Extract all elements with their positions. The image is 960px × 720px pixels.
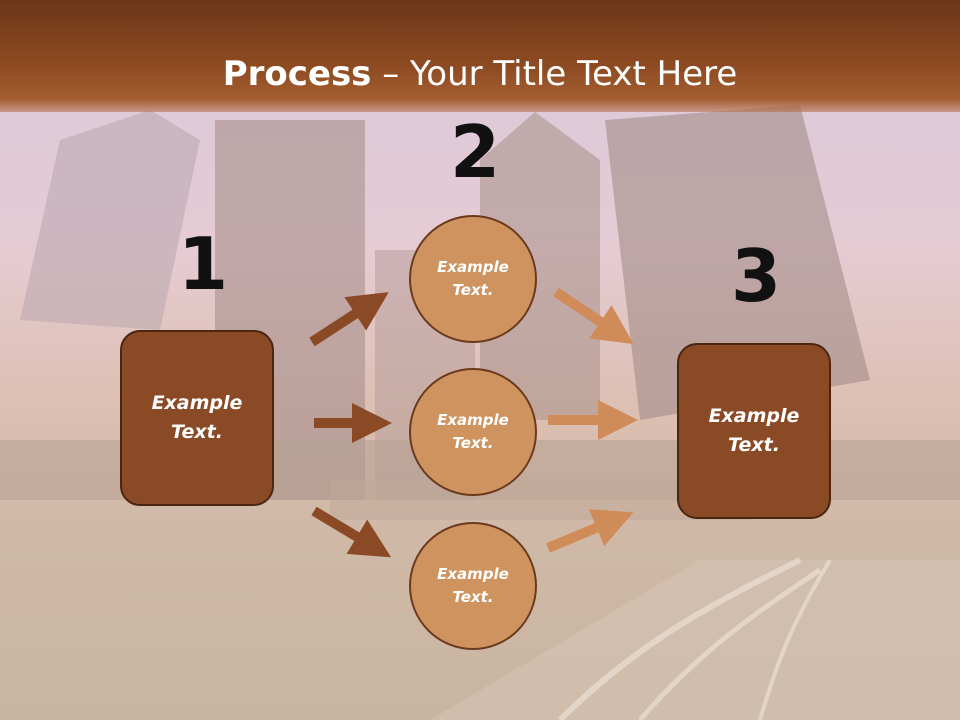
arrow-bottom-to-right — [546, 509, 634, 553]
circle-top-text: Example Text. — [437, 258, 509, 299]
circle-middle-text: Example Text. — [437, 411, 509, 452]
title-bar — [0, 0, 960, 112]
left-box: Example Text. — [120, 330, 274, 506]
step-number-3: 3 — [731, 234, 782, 318]
circle-bottom: Example Text. — [409, 522, 537, 650]
right-box-text: Example Text. — [708, 405, 800, 456]
arrow-left-to-bottom — [311, 506, 392, 558]
step-number-2: 2 — [450, 110, 501, 194]
left-box-text: Example Text. — [151, 392, 243, 443]
title-bold: Process — [222, 54, 372, 94]
right-box: Example Text. — [677, 343, 831, 519]
slide-title: Process – Your Title Text Here — [0, 52, 960, 96]
circle-middle: Example Text. — [409, 368, 537, 496]
arrow-top-to-right — [553, 287, 634, 345]
arrow-left-to-top — [309, 292, 389, 347]
step-number-1: 1 — [178, 222, 229, 306]
title-rest: – Your Title Text Here — [371, 54, 738, 94]
circle-bottom-text: Example Text. — [437, 565, 509, 606]
circle-top: Example Text. — [409, 215, 537, 343]
